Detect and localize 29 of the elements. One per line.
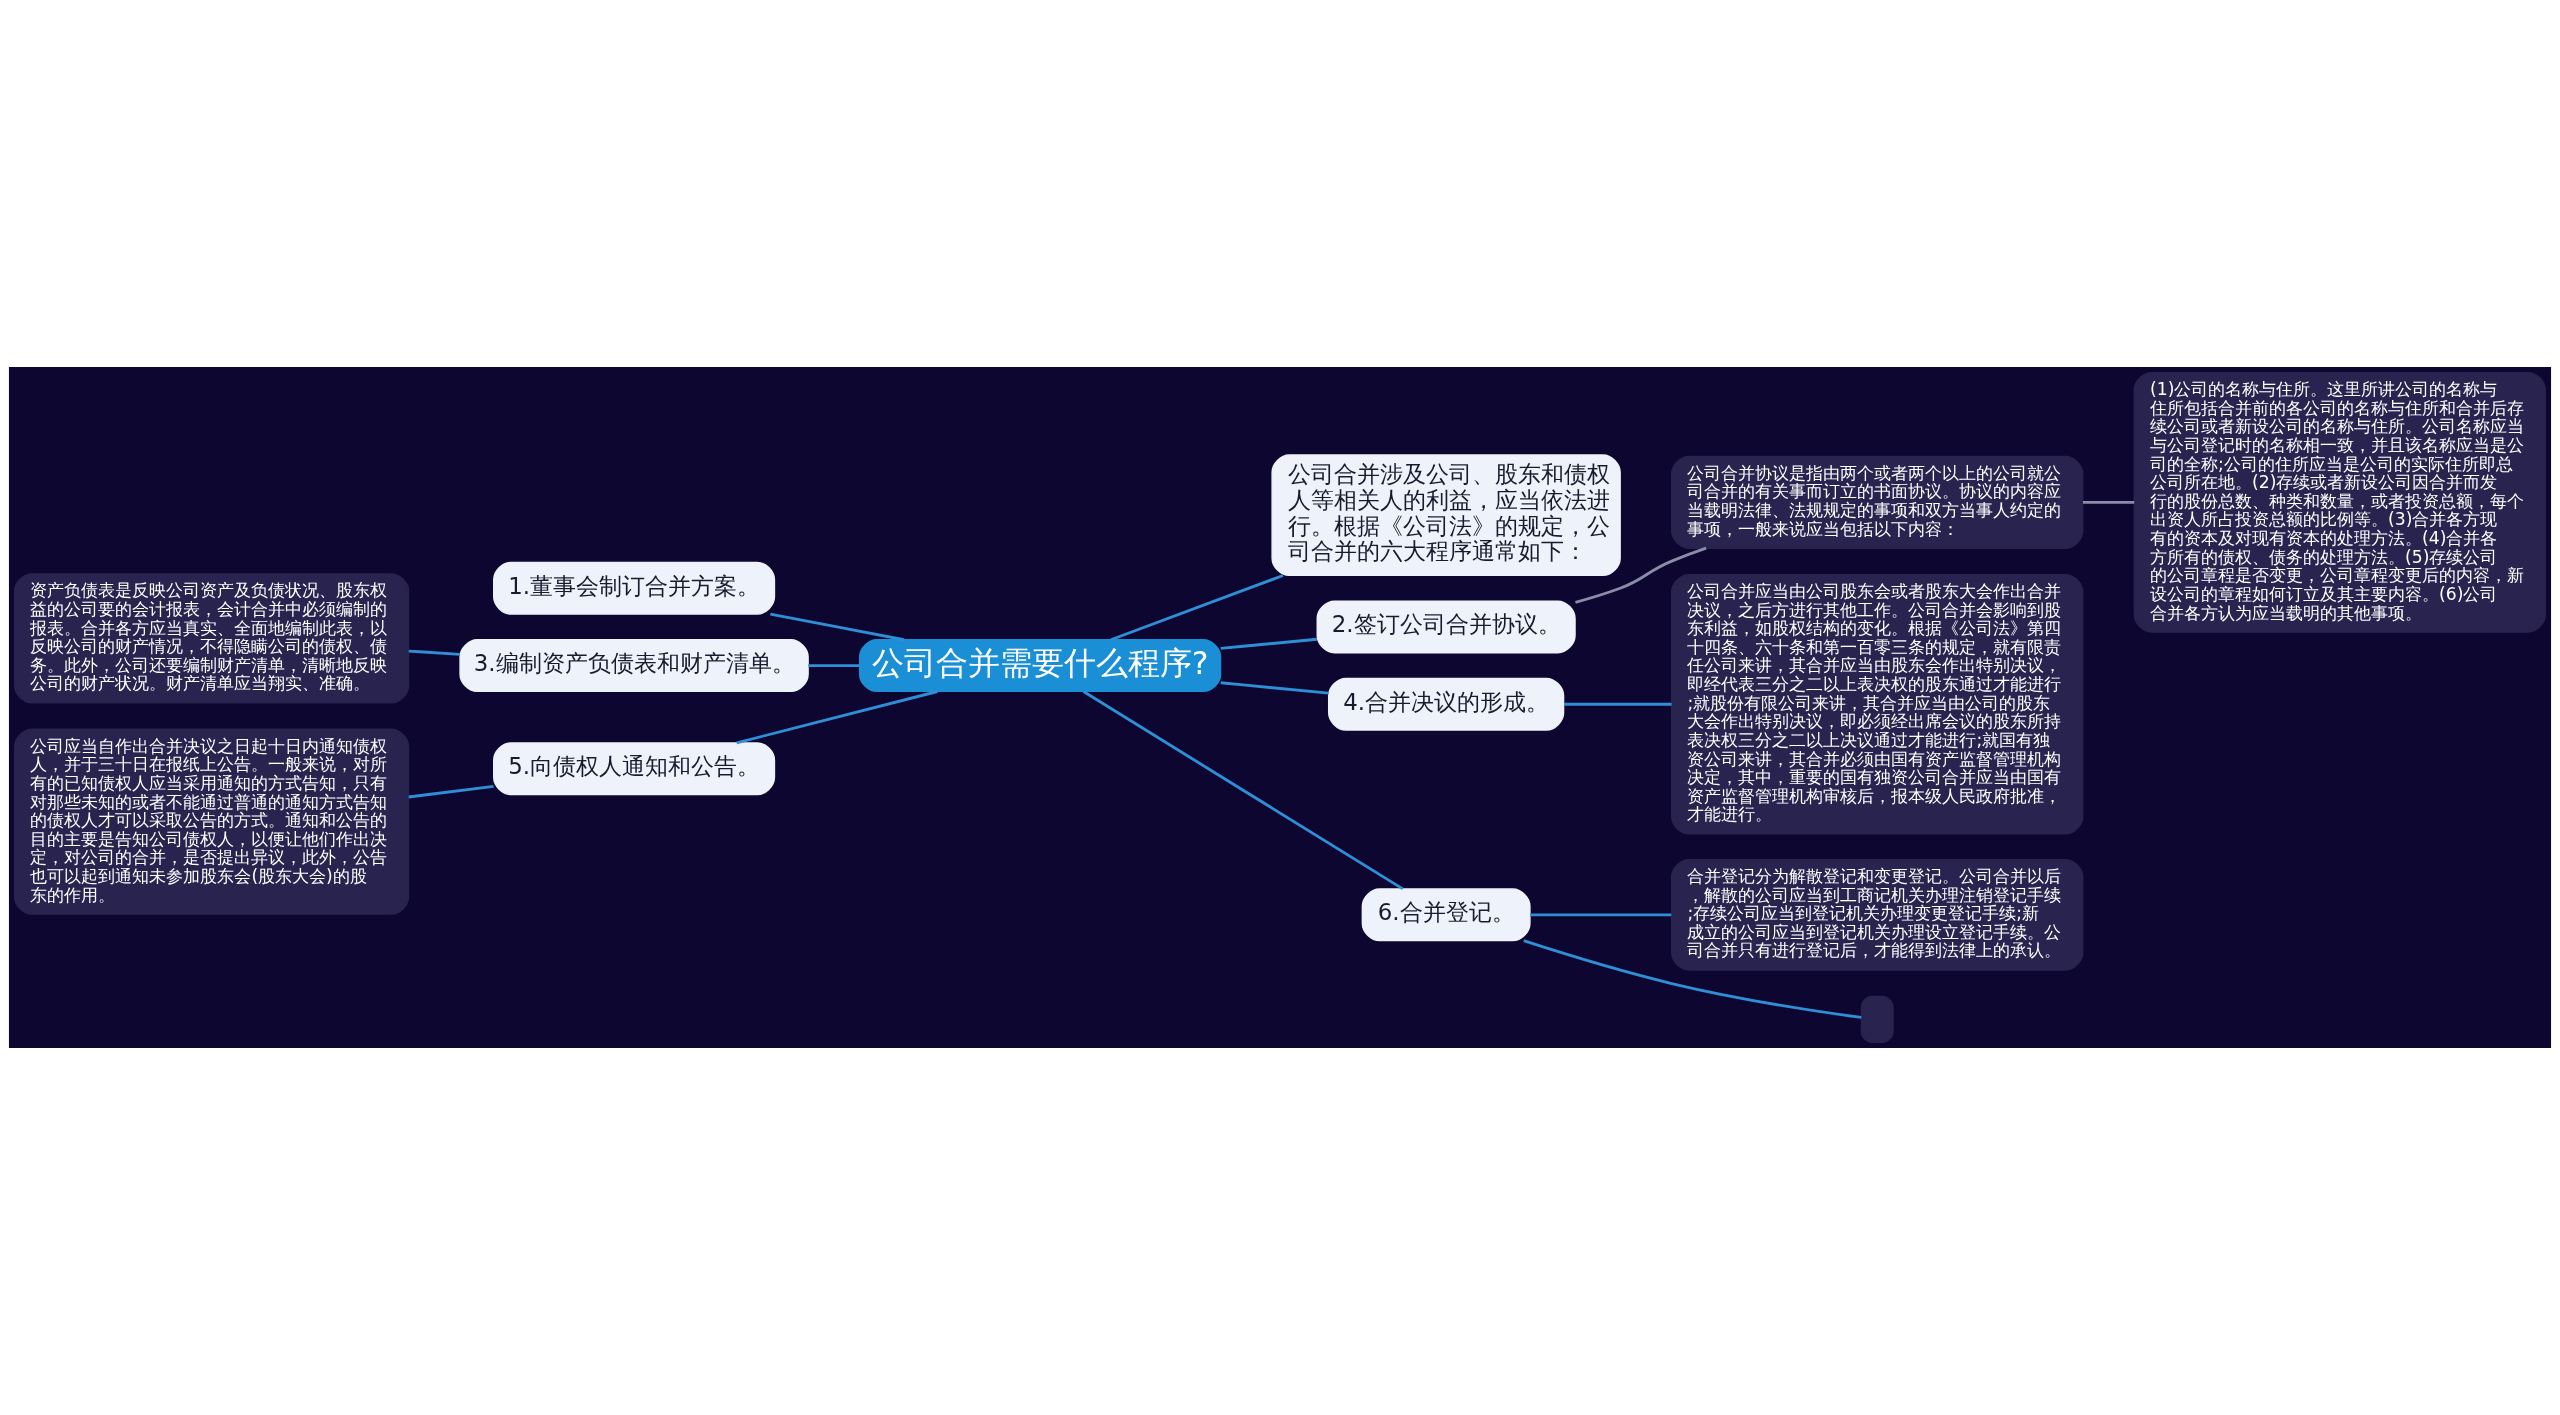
connector — [1082, 690, 1404, 891]
connector — [808, 664, 860, 668]
node-box — [1860, 995, 1894, 1043]
node-box: 3.编制资产负债表和财产清单。 — [459, 639, 809, 693]
node-box: (1)公司的名称与住所。这里所讲公司的名称与住所包括合并前的各公司的名称与住所和合并后存续公司或者新设公司的名称与住所。公司名称应当与公司登记时的名称相一致，并且该名称应当是公司的全称;公司的住所应当是公司的实际住所即总公司所在地。(2)存续或者新设公司因合并而发行的股份总数、种类和数量，或者投资总额，每个出资人所占投资总额的比例等。(3)合并各方现有的资本及对现有资本的处理方法。(4)合并各方所有的债权、债务的处理方法。(5)存续公司的公司章程是否变更，公司章程变更后的内容，新设公司的章程如何订立及其主要内容。(6)公司合并各方认为应当载明的其他事项。 — [2133, 372, 2547, 633]
connector — [1110, 574, 1284, 642]
node-box: 公司应当自作出合并决议之日起十日内通知债权人，并于三十日在报纸上公告。一般来说，对所有的已知债权人应当采用通知的方式告知，只有对那些未知的或者不能通过普通的通知方式告知的债权人才可以采取公告的方式。通知和公告的目的主要是告知公司债权人，以便让他们作出决定，对公司的合并，是否提出异议，此外，公告也可以起到通知未参加股东会(股东大会)的股东的作用。 — [13, 728, 410, 915]
node-box: 合并登记分为解散登记和变更登记。公司合并以后，解散的公司应当到工商记机关办理注销登记手续;存续公司应当到登记机关办理变更登记手续;新成立的公司应当到登记机关办理设立登记手续。公司合并只有进行登记后，才能得到法律上的承认。 — [1671, 858, 2084, 971]
connector — [736, 690, 938, 745]
node-box: 资产负债表是反映公司资产及负债状况、股东权益的公司要的会计报表，会计合并中必须编制的报表。合并各方应当真实、全面地编制此表，以反映公司的财产情况，不得隐瞒公司的债权、债务。此外，公司还要编制财产清单，清晰地反映公司的财产状况。财产清单应当翔实、准确。 — [13, 573, 410, 704]
node-box: 公司合并涉及公司、股东和债权人等相关人的利益，应当依法进行。根据《公司法》的规定，公司合并的六大程序通常如下： — [1271, 454, 1621, 577]
connector — [1564, 702, 1672, 706]
node-box: 6.合并登记。 — [1361, 888, 1531, 942]
connector — [1575, 546, 1707, 604]
connector — [1523, 939, 1862, 1019]
node-box: 2.签订公司合并协议。 — [1316, 600, 1576, 654]
node-box: 5.向债权人通知和公告。 — [493, 742, 776, 796]
node-box: 公司合并需要什么程序? — [858, 639, 1222, 693]
connector — [1220, 681, 1329, 695]
connector — [2082, 500, 2135, 504]
connector — [1530, 913, 1672, 917]
connector — [770, 612, 905, 642]
node-box: 4.合并决议的形成。 — [1327, 677, 1565, 731]
connector — [408, 784, 494, 799]
node-box: 1.董事会制订合并方案。 — [493, 561, 776, 615]
node-box: 公司合并应当由公司股东会或者股东大会作出合并决议，之后方进行其他工作。公司合并会影响到股东利益，如股权结构的变化。根据《公司法》第四十四条、六十条和第一百零三条的规定，就有限责任公司来讲，其合并应当由股东会作出特别决议，即经代表三分之二以上表决权的股东通过才能进行;就股份有限公司来讲，其合并应当由公司的股东大会作出特别决议，即必须经出席会议的股东所持表决权三分之二以上决议通过才能进行;就国有独资公司来讲，其合并必须由国有资产监督管理机构决定，其中，重要的国有独资公司合并应当由国有资产监督管理机构审核后，报本级人民政府批准，才能进行。 — [1671, 573, 2084, 835]
connector — [1220, 637, 1317, 650]
node-box: 公司合并协议是指由两个或者两个以上的公司就公司合并的有关事而订立的书面协议。协议的内容应当载明法律、法规规定的事项和双方当事人约定的事项，一般来说应当包括以下内容： — [1671, 455, 2084, 549]
connector — [408, 649, 460, 656]
